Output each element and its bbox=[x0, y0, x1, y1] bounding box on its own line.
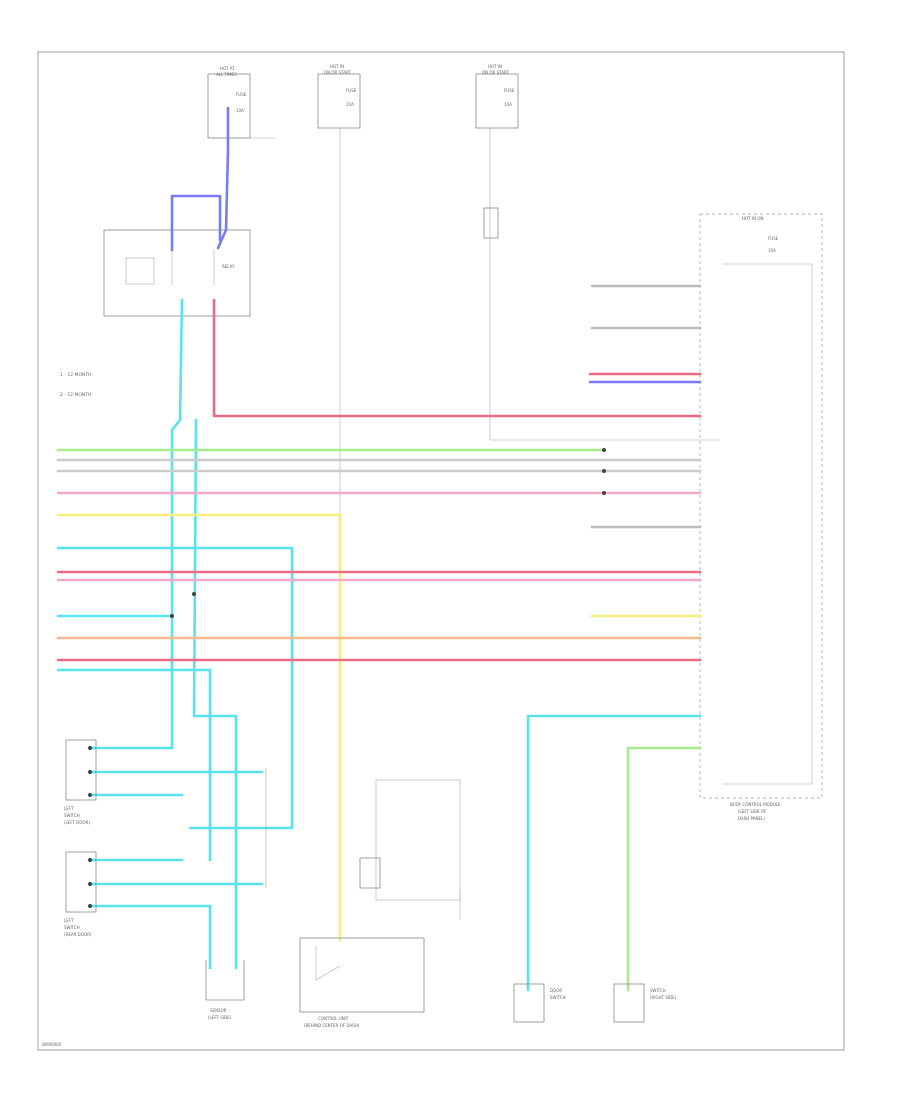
left-switch-1-label-2: SWITCH bbox=[64, 813, 80, 818]
left-switch-1-label-1: LEFT bbox=[64, 806, 74, 811]
cm-caption-1: BODY CONTROL MODULE bbox=[730, 802, 781, 807]
legend-item-1: 1 - 12 MONTH bbox=[60, 372, 91, 378]
center-relay-assembly: CONTROL UNIT (BEHIND CENTER OF DASH) bbox=[299, 779, 461, 1028]
cm-caption-2: (LEFT SIDE OF bbox=[738, 809, 767, 814]
bottom-door-switch: DOOR SWITCH bbox=[513, 983, 566, 1023]
wire-lightblue-module bbox=[526, 714, 702, 992]
fuse-b-line-2: ON OR START bbox=[324, 70, 352, 75]
fuse-block-a: HOT AT ALL TIMES FUSE 10A bbox=[207, 66, 275, 139]
wire-red-relay bbox=[212, 298, 702, 418]
left-switch-2: LEFT SWITCH (REAR DOOR) bbox=[64, 851, 97, 937]
control-module-box: HOT IN ON FUSE 10A BODY CONTROL MODULE (… bbox=[699, 213, 823, 821]
bottom-sensor-left-1: SENSOR bbox=[210, 1008, 227, 1013]
center-caption-1: CONTROL UNIT bbox=[318, 1016, 349, 1021]
bottom-right-switch-1: SWITCH bbox=[650, 988, 666, 993]
fuse-a-line-3: FUSE bbox=[236, 92, 247, 97]
fuse-a-line-1: HOT AT bbox=[220, 66, 235, 71]
wire-lightblue-bus bbox=[56, 546, 294, 830]
fuse-c-line-3: FUSE bbox=[504, 88, 515, 93]
fuse-c-line-2: ON OR START bbox=[482, 70, 510, 75]
wire-lightblue-relay-right bbox=[192, 418, 238, 970]
cm-caption-3: DASH PANEL) bbox=[738, 816, 765, 821]
fuse-c-line-1: HOT IN bbox=[488, 64, 502, 69]
bottom-door-switch-1: DOOR bbox=[550, 988, 562, 993]
wire-green-module bbox=[626, 746, 702, 992]
relay-box: RELAY bbox=[103, 229, 251, 317]
fuse-a-line-2: ALL TIMES bbox=[216, 72, 237, 77]
fuse-b-line-3: FUSE bbox=[346, 88, 357, 93]
relay-label: RELAY bbox=[222, 264, 235, 269]
fuse-block-b: HOT IN ON OR START FUSE 10A bbox=[317, 64, 361, 129]
fuse-block-c: HOT IN ON OR START FUSE 10A bbox=[475, 64, 519, 129]
junction-dots bbox=[88, 448, 606, 908]
fuse-c-line-4: 10A bbox=[504, 102, 512, 107]
wire-yellow-1 bbox=[56, 513, 342, 942]
left-switch-1: LEFT SWITCH (LEFT DOOR) bbox=[64, 739, 97, 825]
bottom-right-switch: SWITCH (RIGHT SIDE) bbox=[613, 983, 677, 1023]
fuse-a-line-4: 10A bbox=[236, 108, 244, 113]
bottom-sensor-left-2: (LEFT SIDE) bbox=[208, 1015, 232, 1020]
bottom-door-switch-2: SWITCH bbox=[550, 995, 566, 1000]
left-switch-1-label-3: (LEFT DOOR) bbox=[64, 820, 90, 825]
cm-line-1: HOT IN ON bbox=[742, 216, 763, 221]
bottom-right-switch-2: (RIGHT SIDE) bbox=[650, 995, 677, 1000]
wire-lightblue-relay-left bbox=[170, 298, 184, 750]
wire-lightblue-sw-6 bbox=[88, 904, 212, 970]
wire-lightblue-4 bbox=[56, 668, 212, 862]
diagram-frame bbox=[37, 51, 845, 1051]
left-switch-2-label-1: LEFT bbox=[64, 918, 74, 923]
wire-blue-1 bbox=[216, 106, 230, 250]
cm-line-3: 10A bbox=[768, 248, 776, 253]
figure-code: W000000 bbox=[42, 1042, 62, 1047]
bottom-sensor-left: SENSOR (LEFT SIDE) bbox=[205, 960, 245, 1020]
cm-line-2: FUSE bbox=[768, 236, 779, 241]
legend-item-2: 2 - 12 MONTH bbox=[60, 392, 91, 398]
fuse-b-line-4: 10A bbox=[346, 102, 354, 107]
wire-blue-2 bbox=[170, 194, 222, 252]
fuse-b-line-1: HOT IN bbox=[330, 64, 344, 69]
left-switch-2-label-2: SWITCH bbox=[64, 925, 80, 930]
left-switch-2-label-3: (REAR DOOR) bbox=[64, 932, 92, 937]
diode-component bbox=[483, 207, 499, 239]
center-caption-2: (BEHIND CENTER OF DASH) bbox=[304, 1023, 360, 1028]
